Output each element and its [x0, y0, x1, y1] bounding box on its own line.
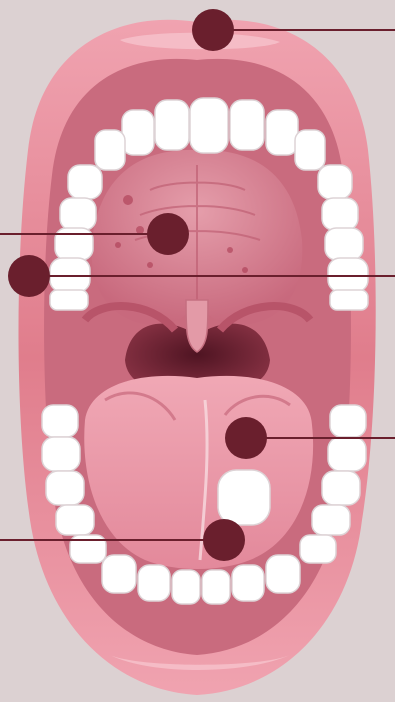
lower-molar-right: [330, 405, 366, 437]
upper-tooth: [122, 110, 154, 155]
upper-molar-left: [50, 290, 88, 310]
upper-molar-right: [318, 165, 352, 199]
lower-molar-left: [46, 471, 84, 505]
lower-tooth: [266, 555, 300, 593]
lower-molar-right: [328, 437, 366, 471]
lower-molar-right: [312, 505, 350, 535]
lower-tooth: [172, 570, 200, 604]
lower-molar-left: [42, 405, 78, 437]
tongue-marker[interactable]: [225, 417, 267, 459]
upper-tooth: [95, 130, 125, 170]
upper-molar-left: [55, 228, 93, 260]
lower-tooth-back: [218, 470, 270, 525]
lower-tooth: [102, 555, 136, 593]
upper-tooth: [155, 100, 189, 150]
lower-molar-right: [322, 471, 360, 505]
upper-tooth: [190, 98, 228, 153]
lower-teeth-marker[interactable]: [203, 519, 245, 561]
lower-tooth: [202, 570, 230, 604]
upper-lip-marker[interactable]: [192, 9, 234, 51]
upper-molar-right: [322, 198, 358, 230]
lower-tooth: [232, 565, 264, 601]
upper-tooth: [295, 130, 325, 170]
upper-molar-left: [60, 198, 96, 230]
upper-teeth-left-marker[interactable]: [8, 255, 50, 297]
upper-tooth: [230, 100, 264, 150]
lower-molar-left: [56, 505, 94, 535]
upper-molar-right: [330, 290, 368, 310]
upper-tooth: [266, 110, 298, 155]
lower-tooth: [138, 565, 170, 601]
upper-molar-right: [325, 228, 363, 260]
lower-molar-right: [300, 535, 336, 563]
upper-molar-left: [68, 165, 102, 199]
hard-palate-marker[interactable]: [147, 213, 189, 255]
lower-molar-left: [42, 437, 80, 471]
